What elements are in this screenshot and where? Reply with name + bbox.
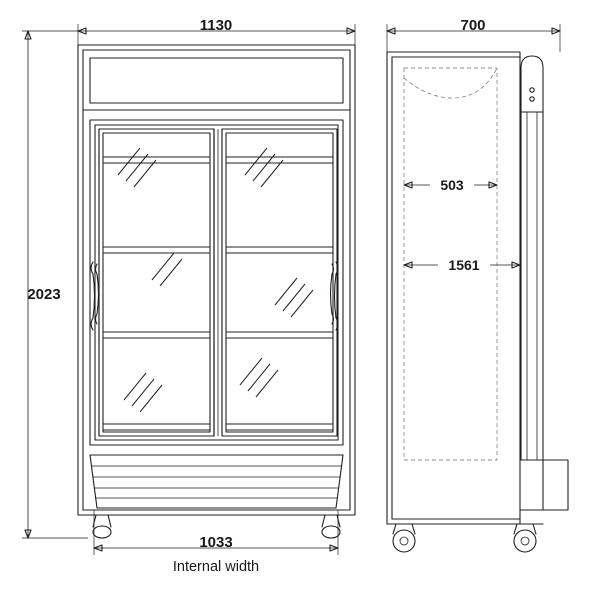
- side-depth-label: 700: [460, 17, 485, 34]
- interior-dashed-outline: [403, 67, 498, 461]
- front-width-label: 1130: [200, 17, 233, 34]
- rear-column: [520, 111, 544, 461]
- rear-lower-box: [542, 459, 569, 511]
- side-view-group: [386, 24, 569, 553]
- shelf-lines-left: [102, 156, 211, 431]
- door-handle-right: [329, 261, 339, 331]
- front-view-group: [22, 24, 356, 555]
- lower-grille-panel: [89, 454, 344, 509]
- internal-width-caption: Internal width: [173, 559, 259, 575]
- side-upper-dimension: [403, 174, 498, 196]
- front-castor-right: [321, 514, 341, 539]
- front-height-dimension: [22, 30, 88, 539]
- overall-height-label: 2023: [27, 286, 60, 303]
- glass-reflection-marks: [117, 147, 314, 413]
- side-upper-label: 503: [440, 177, 464, 193]
- side-castor-front: [392, 523, 416, 553]
- side-lower-label: 1561: [448, 257, 479, 273]
- side-depth-dimension: [386, 24, 561, 52]
- door-handle-left: [90, 261, 100, 331]
- control-housing: [520, 55, 544, 113]
- front-castor-left: [92, 514, 112, 539]
- side-castor-rear: [513, 523, 537, 553]
- side-lower-dimension: [403, 254, 521, 276]
- internal-width-label: 1033: [199, 534, 232, 551]
- front-width-dimension: [77, 24, 356, 45]
- shelf-lines-right: [225, 156, 334, 431]
